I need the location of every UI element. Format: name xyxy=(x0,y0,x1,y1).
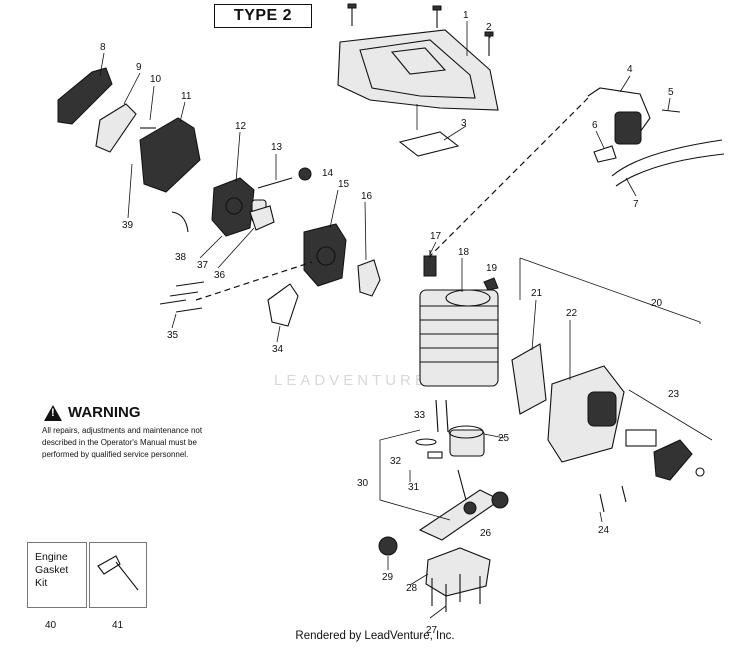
callout-22: 22 xyxy=(566,308,578,319)
callout-21: 21 xyxy=(531,288,543,299)
callout-13: 13 xyxy=(271,142,283,153)
cylinder-part[interactable] xyxy=(419,289,499,387)
callout-2: 2 xyxy=(486,22,492,33)
callout-18: 18 xyxy=(458,247,470,258)
muffler-part[interactable] xyxy=(547,365,625,463)
heat-shield-part[interactable] xyxy=(357,259,381,297)
callout-39: 39 xyxy=(122,220,134,231)
intake-bolts[interactable] xyxy=(159,281,205,313)
crankshaft-part[interactable] xyxy=(418,469,509,541)
warning-line-3: performed by qualified service personnel… xyxy=(42,450,189,459)
callout-40: 40 xyxy=(45,620,57,631)
warning-notice: WARNING All repairs, adjustments and mai… xyxy=(42,404,222,461)
callout-38: 38 xyxy=(175,252,187,263)
callout-29: 29 xyxy=(382,572,394,583)
callout-20: 20 xyxy=(651,298,663,309)
callout-32: 32 xyxy=(390,456,402,467)
callout-27: 27 xyxy=(426,625,438,636)
footer-credit: Rendered by LeadVenture, Inc. xyxy=(295,630,455,642)
tool-part[interactable] xyxy=(97,555,139,591)
intake-manifold-part[interactable] xyxy=(303,223,347,287)
callout-10: 10 xyxy=(150,74,162,85)
callout-28: 28 xyxy=(406,583,418,594)
kit-line-2: Gasket xyxy=(35,564,69,576)
warning-line-2: described in the Operator's Manual must … xyxy=(42,438,197,447)
muffler-bolts[interactable] xyxy=(599,485,627,513)
piston-ring-part[interactable] xyxy=(415,438,437,446)
callout-15: 15 xyxy=(338,179,350,190)
callout-14: 14 xyxy=(322,168,334,179)
warning-heading: WARNING xyxy=(44,404,222,421)
callout-16: 16 xyxy=(361,191,373,202)
tool-box[interactable] xyxy=(89,542,147,608)
linkage-rod-part[interactable] xyxy=(171,211,189,233)
callout-6: 6 xyxy=(592,120,598,131)
piston-pin-part[interactable] xyxy=(427,451,443,459)
muffler-gasket-part[interactable] xyxy=(511,343,547,415)
callout-26: 26 xyxy=(480,528,492,539)
callouts: 1 2 3 4 5 6 7 8 9 10 11 12 13 14 15 16 1… xyxy=(45,10,680,636)
callout-41: 41 xyxy=(112,620,124,631)
seal-part[interactable] xyxy=(378,536,398,556)
callout-12: 12 xyxy=(235,121,247,132)
crankcase-bolts[interactable] xyxy=(431,574,481,612)
cover-screws[interactable] xyxy=(347,3,494,56)
callout-25: 25 xyxy=(498,433,510,444)
callout-19: 19 xyxy=(486,263,498,274)
watermark-text: LEADVENTURE xyxy=(274,372,429,389)
callout-17: 17 xyxy=(430,231,442,242)
callout-35: 35 xyxy=(167,330,179,341)
ignition-coil-part[interactable] xyxy=(587,87,725,187)
spacer-part[interactable] xyxy=(249,205,275,231)
callout-30: 30 xyxy=(357,478,369,489)
kit-line-3: Kit xyxy=(35,577,48,589)
callout-5: 5 xyxy=(668,87,674,98)
callout-24: 24 xyxy=(598,525,610,536)
callout-37: 37 xyxy=(197,260,209,271)
warning-line-1: All repairs, adjustments and maintenance… xyxy=(42,426,203,435)
callout-36: 36 xyxy=(214,270,226,281)
engine-gasket-kit-box[interactable]: Engine Gasket Kit xyxy=(27,542,87,608)
spark-arrestor-part[interactable] xyxy=(653,439,693,481)
piston-part[interactable] xyxy=(448,425,485,457)
callout-33: 33 xyxy=(414,410,426,421)
callout-31: 31 xyxy=(408,482,420,493)
top-cover-part[interactable] xyxy=(337,29,499,111)
callout-4: 4 xyxy=(627,64,633,75)
callout-23: 23 xyxy=(668,389,680,400)
callout-8: 8 xyxy=(100,42,106,53)
callout-7: 7 xyxy=(633,199,639,210)
warning-text: All repairs, adjustments and maintenance… xyxy=(42,425,222,461)
intake-gasket-part[interactable] xyxy=(267,283,299,327)
callout-3: 3 xyxy=(461,118,467,129)
grommet-part[interactable] xyxy=(298,167,312,181)
callout-11: 11 xyxy=(181,91,192,102)
clip-part[interactable] xyxy=(483,277,499,291)
screen-part[interactable] xyxy=(625,429,657,447)
type-label: TYPE 2 xyxy=(214,4,312,28)
warning-title: WARNING xyxy=(68,404,141,421)
pin-part[interactable] xyxy=(257,177,293,189)
studs-part[interactable] xyxy=(435,399,439,433)
nut-part[interactable] xyxy=(695,467,705,477)
air-filter-housing-part[interactable] xyxy=(57,67,201,193)
callout-34: 34 xyxy=(272,344,284,355)
warning-triangle-icon xyxy=(44,404,62,421)
callout-9: 9 xyxy=(136,62,142,73)
callout-1: 1 xyxy=(463,10,469,21)
kit-label: Engine Gasket Kit xyxy=(28,543,86,590)
crankcase-part[interactable] xyxy=(425,547,491,597)
filter-pad-part[interactable] xyxy=(398,131,460,157)
kit-line-1: Engine xyxy=(35,551,68,563)
